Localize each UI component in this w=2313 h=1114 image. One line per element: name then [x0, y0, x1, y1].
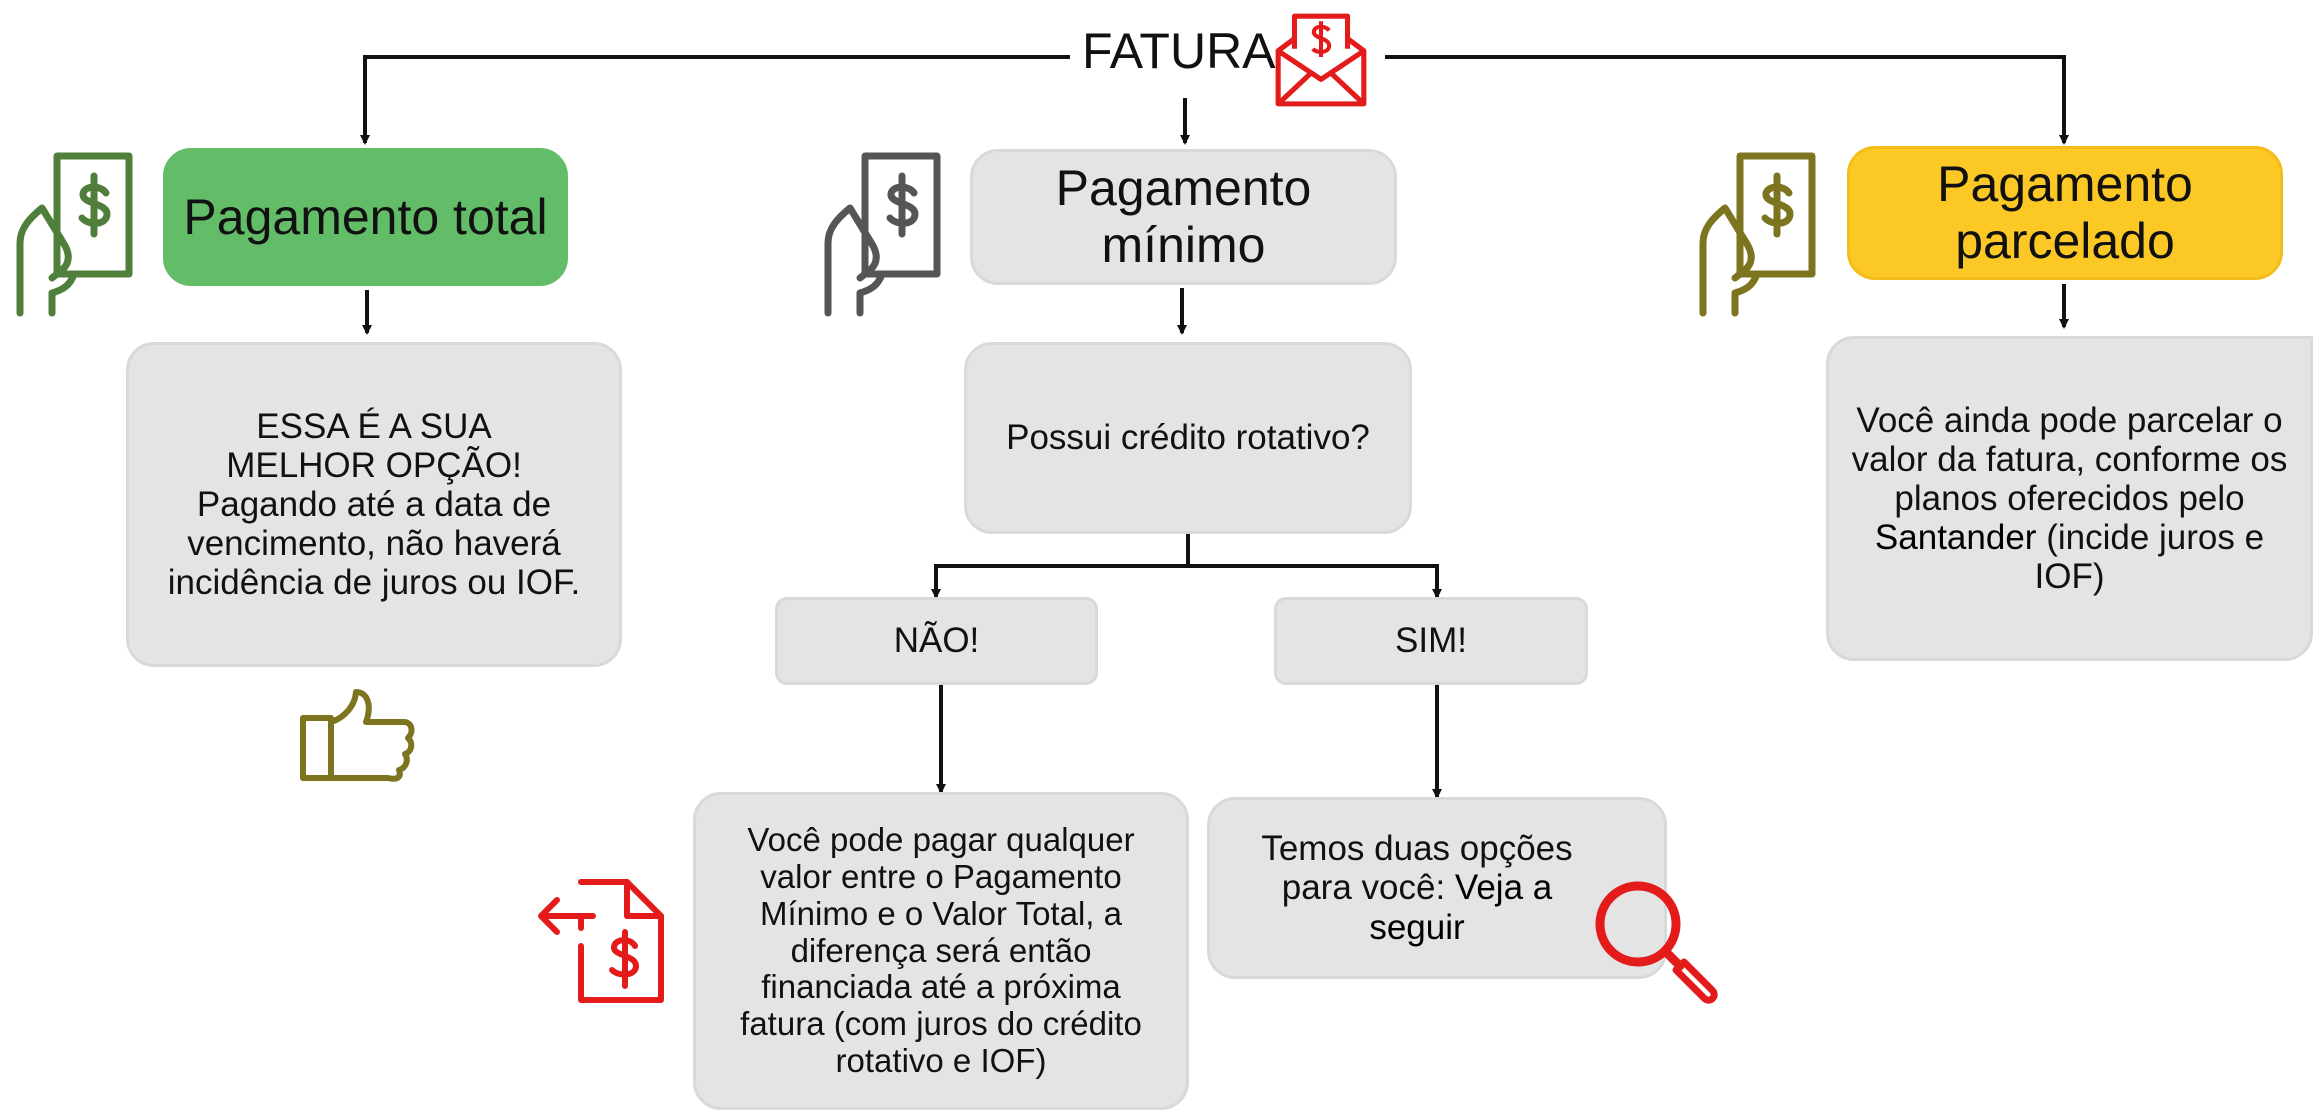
thumbs-up-icon: [300, 688, 416, 782]
hand-holding-bill-icon: [820, 148, 945, 318]
best-option-heading: ESSA É A SUA MELHOR OPÇÃO!: [226, 406, 522, 485]
total-payment-info: ESSA É A SUA MELHOR OPÇÃO! Pagando até a…: [126, 342, 622, 667]
answer-no-box: NÃO!: [775, 597, 1098, 685]
envelope-dollar-icon: [1270, 8, 1372, 110]
financed-difference-info: Você pode pagar qualquer valor entre o P…: [693, 792, 1189, 1110]
revolving-credit-question-text: Possui crédito rotativo?: [1006, 418, 1370, 458]
connector-to-installment: [1385, 55, 2069, 145]
connector-to-total: [360, 55, 1075, 145]
two-options-prefix: Temos duas opções para você:: [1261, 829, 1573, 908]
hand-holding-bill-icon: [12, 148, 137, 318]
installment-payment-info: Você ainda pode parcelar o valor da fatu…: [1826, 336, 2313, 661]
financed-difference-text: Você pode pagar qualquer valor entre o P…: [740, 820, 1142, 1080]
minimum-payment-label-1: Pagamento: [1055, 160, 1312, 216]
magnifier-icon: [1590, 878, 1725, 1008]
hand-holding-bill-icon: [1695, 148, 1820, 318]
installment-description-prefix: Você ainda pode parcelar o valor da fatu…: [1851, 400, 2288, 518]
two-options-emphasis: Veja a seguir: [1369, 868, 1553, 947]
installment-payment-title: Pagamento parcelado: [1847, 146, 2283, 280]
total-payment-title: Pagamento total: [163, 148, 568, 286]
answer-no-label: NÃO!: [893, 621, 980, 661]
connector-branch-no: [931, 564, 1188, 599]
installment-payment-text: Você ainda pode parcelar o valor da fatu…: [1849, 401, 2290, 597]
answer-yes-box: SIM!: [1274, 597, 1588, 685]
installment-payment-label-1: Pagamento: [1937, 156, 2193, 212]
answer-yes-label: SIM!: [1395, 621, 1467, 661]
page-title: FATURA: [1070, 22, 1288, 80]
total-payment-label: Pagamento total: [183, 188, 548, 245]
installment-description-suffix: (incide juros e IOF): [2034, 518, 2265, 597]
connector-branch-yes: [1188, 564, 1442, 599]
santander-brand: Santander: [1874, 518, 2037, 558]
minimum-payment-title: Pagamento mínimo: [970, 149, 1397, 285]
revolving-credit-question: Possui crédito rotativo?: [964, 342, 1412, 534]
refund-document-icon: [535, 876, 667, 1004]
two-options-text: Temos duas opções para você: Veja a segu…: [1230, 829, 1644, 947]
total-payment-description: Pagando até a data de vencimento, não ha…: [167, 484, 581, 603]
minimum-payment-label-2: mínimo: [1101, 217, 1266, 273]
installment-payment-label-2: parcelado: [1955, 213, 2175, 269]
two-options-info: Temos duas opções para você: Veja a segu…: [1207, 797, 1667, 979]
